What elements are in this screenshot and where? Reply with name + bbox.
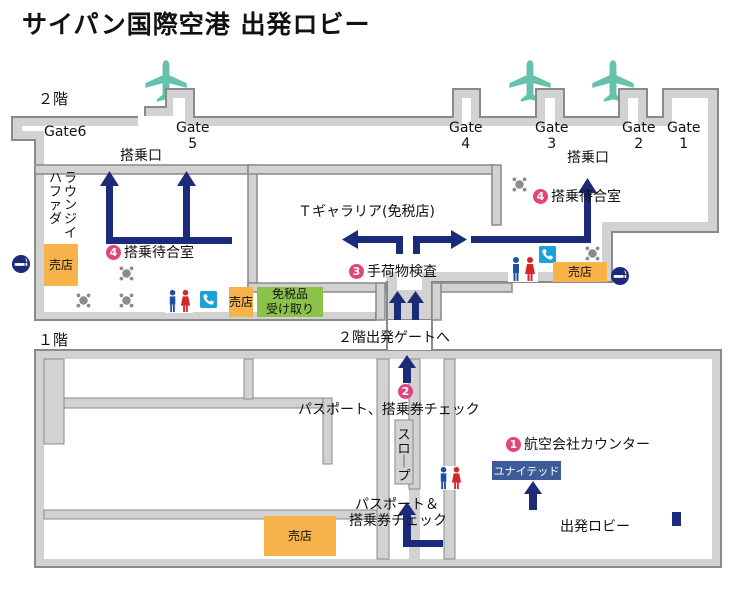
wall [394, 419, 414, 485]
gate-6-label: Gate6 [44, 124, 87, 140]
duty-free-gallery-label: Ｔギャラリア(免税店) [298, 204, 435, 220]
arrow-icon [100, 171, 681, 547]
to-departure-gates-label: ２階出発ゲートへ [338, 330, 450, 346]
shop: 売店 [553, 262, 607, 282]
restroom-icon [508, 256, 538, 282]
boarding-gate-label: 搭乗口 [567, 150, 609, 166]
wall [247, 164, 258, 291]
wall [491, 164, 502, 226]
shop: 売店 [229, 287, 253, 317]
floor-label-2f: ２階 [38, 90, 69, 108]
wall [322, 397, 333, 465]
boarding-gate-label: 搭乗口 [120, 148, 162, 164]
restroom-icon [165, 289, 193, 313]
page-title: サイパン国際空港 出発ロビー [22, 10, 371, 39]
wall [43, 358, 65, 445]
wall [443, 358, 456, 560]
passport-check-1f-label: パスポート＆ [355, 497, 439, 513]
phone-icon [200, 291, 217, 308]
floor-label-1f: １階 [38, 331, 69, 349]
wall [376, 358, 390, 560]
departure-lobby-label: 出発ロビー [560, 519, 630, 535]
slope-label: スロ｜プ [397, 428, 411, 484]
step-badge: 2 [398, 384, 416, 399]
wall [375, 282, 386, 321]
smoking-icon [12, 255, 30, 273]
shop: 売店 [44, 244, 78, 286]
wall [247, 164, 495, 175]
phone-icon [539, 246, 556, 263]
wall [63, 397, 333, 409]
smoking-icon [611, 267, 629, 285]
wall [243, 358, 254, 400]
passport-check-label: パスポート、搭乗券チェック [298, 402, 480, 418]
duty-free-pickup: 免税品受け取り [257, 287, 323, 317]
passport-check-1f-label: 搭乗券チェック [349, 513, 447, 529]
wall [431, 282, 442, 321]
airline-united-counter: ユナイテッド [492, 461, 561, 480]
restroom-icon [436, 466, 464, 490]
lounge-label: ハファダ ラウンジイ [48, 171, 78, 241]
wall [431, 282, 513, 293]
shop: 売店 [264, 516, 336, 556]
